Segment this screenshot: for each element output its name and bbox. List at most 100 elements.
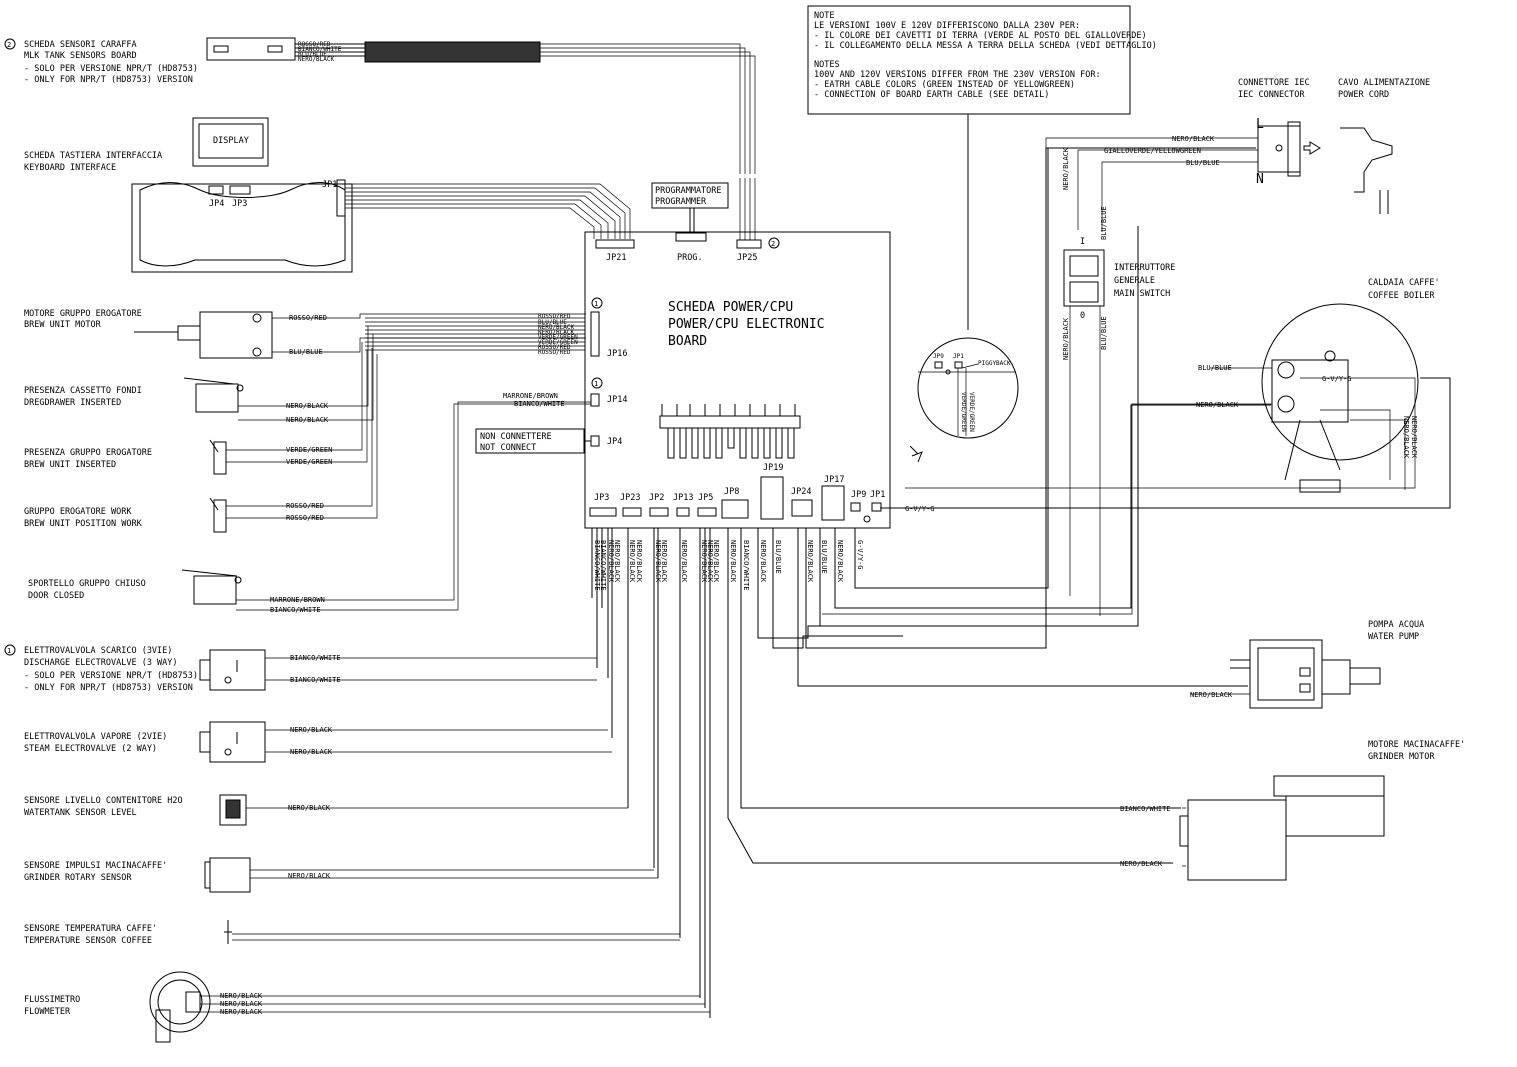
wire-label: NERO/BLACK xyxy=(836,540,844,583)
wire-label: NERO/BLACK xyxy=(288,804,331,812)
jp1-label: JP1 xyxy=(870,490,885,500)
component-label: - ONLY FOR NPR/T (HD8753) VERSION xyxy=(24,75,193,85)
wire-label: NERO/BLACK xyxy=(290,748,333,756)
jp3-label: JP3 xyxy=(594,493,609,503)
component-label: MOTORE GRUPPO EROGATORE xyxy=(24,309,142,319)
programmer-label: PROGRAMMATORE xyxy=(655,186,722,196)
jp16-connector xyxy=(590,311,600,357)
jp21-label: JP21 xyxy=(606,253,626,263)
wire-label: BIANCO/WHITE xyxy=(270,606,321,614)
line-mark: L xyxy=(1256,117,1264,132)
component-label: WATER PUMP xyxy=(1368,632,1419,642)
jp8-connector xyxy=(721,499,749,519)
jp24-connector xyxy=(791,499,813,517)
board-title: POWER/CPU ELECTRONIC xyxy=(668,317,825,332)
wire-label: GIALLOVERDE/YELLOWGREEN xyxy=(1104,147,1201,155)
component-label: MLK TANK SENSORS BOARD xyxy=(24,51,137,61)
component-label: MAIN SWITCH xyxy=(1114,289,1170,299)
display-jp1: JP1 xyxy=(322,180,337,190)
coffee-boiler: CALDAIA CAFFE' COFFEE BOILER BLU/BLUE NE… xyxy=(822,278,1440,615)
component-label: DISCHARGE ELECTROVALVE (3 WAY) xyxy=(24,658,178,668)
wire-label: BLU/BLUE xyxy=(538,319,567,326)
wire-label: NERO/BLACK xyxy=(1062,317,1070,360)
wire-label: MARRONE/BROWN xyxy=(503,392,558,400)
temperature-sensor: SENSORE TEMPERATURA CAFFE' TEMPERATURE S… xyxy=(24,920,680,946)
watertank-sensor: SENSORE LIVELLO CONTENITORE H2O WATERTAN… xyxy=(24,794,628,826)
jp2-connector xyxy=(649,507,669,517)
wire-label: NERO/BLACK xyxy=(298,56,335,63)
display-label: DISPLAY xyxy=(213,136,249,146)
component-label: SPORTELLO GRUPPO CHIUSO xyxy=(28,579,146,589)
jp5-connector xyxy=(697,507,717,517)
wire-label: NERO/BLACK xyxy=(286,416,329,424)
wire-label: VERDE/GREEN xyxy=(538,339,578,346)
wire-label: BLU/BLUE xyxy=(820,540,828,574)
component-label: COFFEE BOILER xyxy=(1368,291,1435,301)
wire-label: NERO/BLACK xyxy=(613,540,621,583)
component-label: GRINDER MOTOR xyxy=(1368,752,1435,762)
wire-label: BIANCO/WHITE xyxy=(290,654,341,662)
neutral-mark: N xyxy=(1256,172,1264,187)
jp17-connector xyxy=(821,485,845,521)
board-title: SCHEDA POWER/CPU xyxy=(668,300,793,315)
component-label: DREGDRAWER INSERTED xyxy=(24,398,121,408)
wire-label: NERO/BLACK xyxy=(1402,416,1410,459)
wire-label: BIANCO/WHITE xyxy=(290,676,341,684)
wire-label: NERO/BLACK xyxy=(1120,860,1163,868)
component-label: - SOLO PER VERSIONE NPR/T (HD8753) xyxy=(24,64,198,74)
detail-jp1: JP1 xyxy=(953,353,964,360)
detail-jp9: JP9 xyxy=(933,353,944,360)
steam-electrovalve: ELETTROVALVOLA VAPORE (2VIE) STEAM ELECT… xyxy=(24,721,612,763)
mark-2: 2 xyxy=(7,41,11,49)
jp21-connector xyxy=(595,239,635,249)
keyboard-interface: SCHEDA TASTIERA INTERFACCIA KEYBOARD INT… xyxy=(24,117,631,273)
wire-label: NERO/BLACK xyxy=(680,540,688,583)
board-title: BOARD xyxy=(668,334,707,349)
component-label: GRINDER ROTARY SENSOR xyxy=(24,873,132,883)
prog-connector xyxy=(675,232,707,242)
jp1-connector xyxy=(871,502,882,512)
jp13-connector xyxy=(676,507,690,517)
wire-label: BLU/BLUE xyxy=(1198,364,1232,372)
wire-label: G-V/Y-G xyxy=(1322,375,1352,383)
wire-label: VERDE/GREEN xyxy=(286,458,332,466)
earth-detail: JP9 JP1 PIGGYBACK VERDE/GREEN VERDE/GREE… xyxy=(909,337,1019,463)
iec-connector: CONNETTORE IEC IEC CONNECTOR CAVO ALIMEN… xyxy=(1045,78,1430,308)
component-label: PRESENZA GRUPPO EROGATORE xyxy=(24,448,152,458)
wire-label: BLU/BLUE xyxy=(1100,206,1108,240)
wire-label: NERO/BLACK xyxy=(1410,416,1418,459)
jp19-connector xyxy=(760,476,784,520)
component-label: FLOWMETER xyxy=(24,1007,71,1017)
wire-label: NERO/BLACK xyxy=(706,540,714,583)
wire-label: NERO/BLACK xyxy=(635,540,643,583)
jp4-label: JP4 xyxy=(607,437,622,447)
jp2-label: JP2 xyxy=(649,493,664,503)
wire-label: NERO/BLACK xyxy=(1190,691,1233,699)
wire-label: NERO/BLACK xyxy=(288,872,331,880)
wire-label: NERO/BLACK xyxy=(628,540,636,583)
jp9-connector xyxy=(850,502,861,512)
component-label: SENSORE IMPULSI MACINACAFFE' xyxy=(24,861,167,871)
display-jp3: JP3 xyxy=(232,199,247,209)
wire-label: NERO/BLACK xyxy=(759,540,767,583)
wire-label: BIANCO/WHITE xyxy=(599,540,607,591)
detail-wire: VERDE/GREEN xyxy=(968,392,975,432)
wire-label: G-V/Y-G xyxy=(856,540,864,570)
component-label: DOOR CLOSED xyxy=(28,591,84,601)
prog-label: PROG. xyxy=(677,253,703,263)
switch-on-mark: I xyxy=(1080,237,1085,247)
jp14-connector xyxy=(590,393,600,407)
component-label: KEYBOARD INTERFACE xyxy=(24,163,116,173)
jp25-label: JP25 xyxy=(737,253,757,263)
wire-label: BIANCO/WHITE xyxy=(298,46,342,53)
note-box: NOTE LE VERSIONI 100V E 120V DIFFERISCON… xyxy=(807,5,1157,330)
component-label: CONNETTORE IEC xyxy=(1238,78,1310,88)
jp17-label: JP17 xyxy=(824,475,844,485)
jp13-label: JP13 xyxy=(673,493,693,503)
note-line: - IL COLLEGAMENTO DELLA MESSA A TERRA DE… xyxy=(814,41,1157,51)
component-label: POMPA ACQUA xyxy=(1368,620,1424,630)
jp8-label: JP8 xyxy=(724,487,739,497)
component-label: BREW UNIT INSERTED xyxy=(24,460,116,470)
jp14-label: JP14 xyxy=(607,395,627,405)
component-label: SENSORE TEMPERATURA CAFFE' xyxy=(24,924,157,934)
